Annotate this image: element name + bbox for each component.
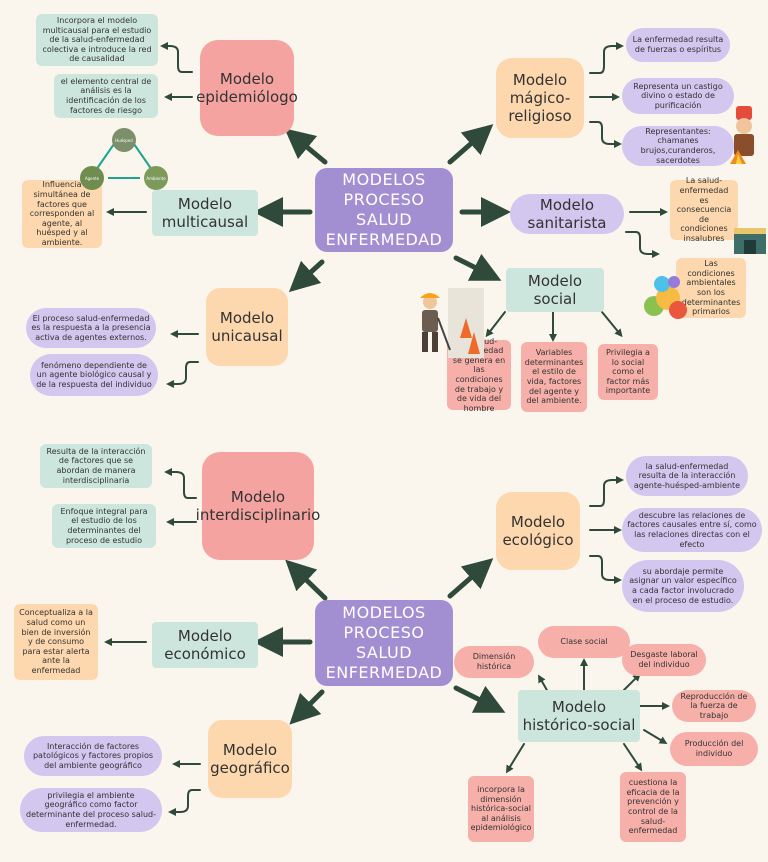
unicausal-leaf-2: fenómeno dependiente de un agente biológ… xyxy=(30,354,158,396)
model-magico-religioso: Modelo mágico-religioso xyxy=(496,58,584,138)
economico-leaf-1: Conceptualiza a la salud como un bien de… xyxy=(14,604,98,680)
social-leaf-3: Privilegia a lo social como el factor má… xyxy=(598,344,658,400)
magico-leaf-3: Representantes: chamanes brujos,curander… xyxy=(622,126,734,166)
historico-leaf-cuestiona: cuestiona la eficacia de la prevención y… xyxy=(620,772,686,842)
model-ecologico: Modelo ecológico xyxy=(496,492,580,570)
worker-road-illustration xyxy=(420,288,484,358)
ecologico-leaf-1: la salud-enfermedad resulta de la intera… xyxy=(626,456,748,496)
epidemiologic-triad-illustration: Huésped Agente Ambiente xyxy=(80,128,168,190)
magico-leaf-2: Representa un castigo divino o estado de… xyxy=(622,78,734,114)
model-economico: Modelo económico xyxy=(152,622,258,668)
model-social: Modelo social xyxy=(506,268,604,312)
model-unicausal: Modelo unicausal xyxy=(206,288,288,366)
triad-label-huesped: Huésped xyxy=(115,138,133,143)
geografico-leaf-1: Interacción de factores patológicos y fa… xyxy=(24,736,162,776)
bottom-center-node: MODELOS PROCESO SALUD ENFERMEDAD xyxy=(315,600,453,686)
multicausal-leaf-1: Influencia simultánea de factores que co… xyxy=(22,180,102,248)
sanitation-building-illustration xyxy=(734,228,766,254)
triad-label-agente: Agente xyxy=(85,176,100,181)
model-historico-social: Modelo histórico-social xyxy=(518,690,640,742)
ecologico-leaf-2: descubre las relaciones de factores caus… xyxy=(622,508,762,552)
model-interdisciplinario: Modelo interdisciplinario xyxy=(196,452,320,560)
triad-label-ambiente: Ambiente xyxy=(146,176,166,181)
ecologico-leaf-3: su abordaje permite asignar un valor esp… xyxy=(622,560,744,612)
epidemiologo-leaf-2: el elemento central de análisis es la id… xyxy=(54,74,158,118)
top-center-node: MODELOS PROCESO SALUD ENFERMEDAD xyxy=(315,168,453,252)
sanitarista-leaf-2: Las condiciones ambientales son los dete… xyxy=(676,258,746,318)
epidemiologo-leaf-1: Incorpora el modelo multicausal para el … xyxy=(36,14,158,66)
model-epidemiologo: Modelo epidemiólogo xyxy=(196,40,298,136)
unicausal-leaf-1: El proceso salud-enfermedad es la respue… xyxy=(26,308,156,348)
historico-leaf-clase: Clase social xyxy=(538,626,630,658)
model-geografico: Modelo geográfico xyxy=(208,720,292,798)
historico-leaf-dimension: Dimensión histórica xyxy=(454,646,534,678)
model-multicausal: Modelo multicausal xyxy=(152,190,258,236)
historico-leaf-reproduccion: Reproducción de la fuerza de trabajo xyxy=(672,690,756,722)
historico-leaf-incorpora: incorpora la dimensión histórica-social … xyxy=(468,776,534,842)
magico-leaf-1: La enfermedad resulta de fuerzas o espír… xyxy=(626,28,730,62)
interdisciplinario-leaf-2: Enfoque integral para el estudio de los … xyxy=(52,504,156,548)
geografico-leaf-2: privilegia el ambiente geográfico como f… xyxy=(20,788,162,832)
historico-leaf-desgaste: Desgaste laboral del individuo xyxy=(622,644,706,676)
interdisciplinario-leaf-1: Resulta de la interacción de factores qu… xyxy=(40,444,152,488)
garbage-pile-illustration xyxy=(644,276,687,319)
social-leaf-2: Variables determinantes el estilo de vid… xyxy=(521,342,587,412)
historico-leaf-produccion: Producción del individuo xyxy=(670,732,758,766)
shaman-illustration xyxy=(730,106,754,164)
model-sanitarista: Modelo sanitarista xyxy=(510,194,624,234)
sanitarista-leaf-1: La salud-enfermedad es consecuencia de c… xyxy=(670,176,738,243)
